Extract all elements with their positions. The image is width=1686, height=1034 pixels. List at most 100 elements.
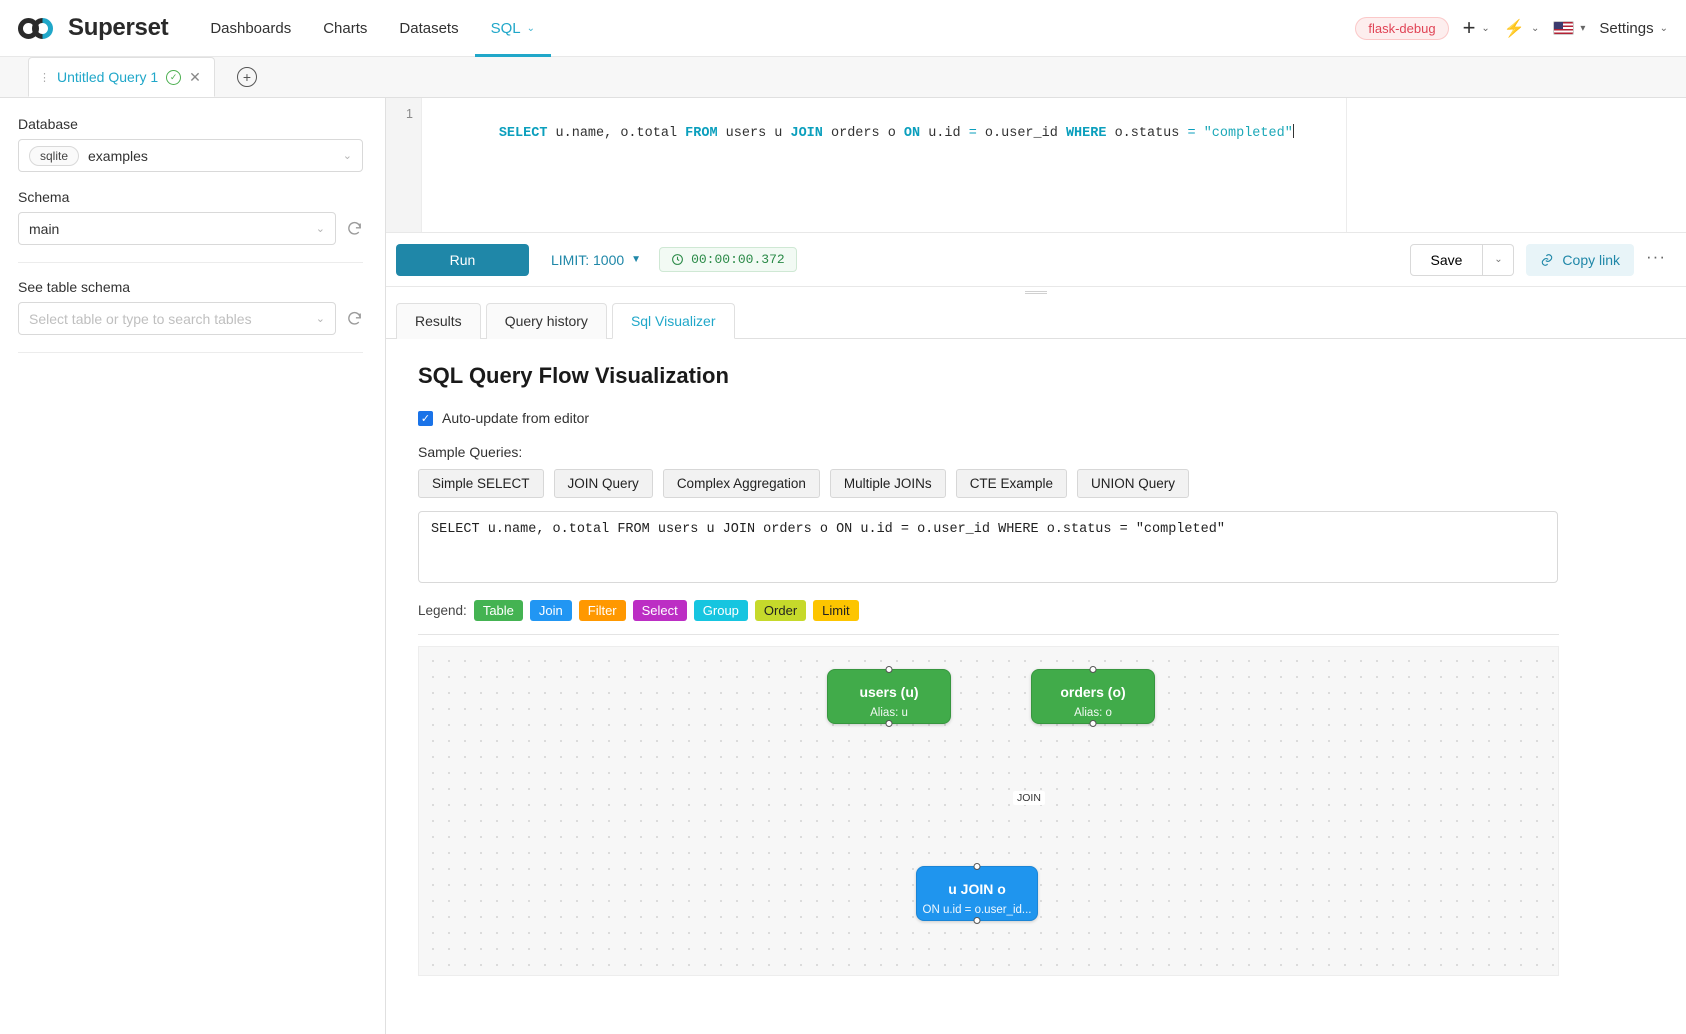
brand-logo-group[interactable]: Superset bbox=[0, 14, 194, 42]
chevron-down-icon: ⌄ bbox=[315, 313, 325, 325]
limit-label: LIMIT: 1000 bbox=[551, 251, 625, 268]
page-title: SQL Query Flow Visualization bbox=[418, 363, 729, 388]
legend-item-filter: Filter bbox=[578, 600, 626, 621]
edge-label-join: JOIN bbox=[1013, 791, 1045, 805]
auto-update-row[interactable]: ✓ Auto-update from editor bbox=[418, 410, 1654, 426]
sql-visualizer-panel: SQL Query Flow Visualization ✓ Auto-upda… bbox=[386, 339, 1686, 1034]
sample-query-join-query[interactable]: JOIN Query bbox=[553, 469, 653, 498]
tab-query-history[interactable]: Query history bbox=[485, 303, 607, 339]
node-handle-bottom[interactable] bbox=[885, 720, 893, 727]
flask-debug-badge: flask-debug bbox=[1355, 16, 1449, 40]
nav-links: Dashboards Charts Datasets SQL ⌄ bbox=[194, 0, 551, 57]
flow-canvas[interactable]: JOIN users (u) Alias: u orders (o) Alias… bbox=[418, 646, 1559, 976]
sample-query-simple-select[interactable]: Simple SELECT bbox=[418, 469, 544, 498]
settings-menu[interactable]: Settings ⌄ bbox=[1599, 20, 1668, 37]
refresh-icon[interactable] bbox=[346, 310, 363, 327]
table-search-input[interactable]: Select table or type to search tables ⌄ bbox=[18, 302, 336, 335]
query-tab-untitled-query-1[interactable]: ⋮ Untitled Query 1 ✓ ✕ bbox=[28, 57, 215, 97]
limit-dropdown[interactable]: LIMIT: 1000 ▼ bbox=[551, 252, 641, 268]
new-menu-button[interactable]: + ⌄ bbox=[1463, 17, 1490, 39]
node-handle-top[interactable] bbox=[1089, 666, 1097, 673]
right-panel: 1 SELECT u.name, o.total FROM users u JO… bbox=[386, 98, 1686, 1034]
save-button-group: Save ⌄ bbox=[1409, 243, 1515, 276]
navbar-right: flask-debug + ⌄ ⚡ ⌄ ▾ Settings ⌄ bbox=[1355, 16, 1686, 40]
editor-code[interactable]: SELECT u.name, o.total FROM users u JOIN… bbox=[498, 124, 1294, 141]
tab-results[interactable]: Results bbox=[396, 303, 481, 339]
copy-link-button[interactable]: Copy link bbox=[1526, 243, 1635, 276]
flow-node-join-subtitle: ON u.id = o.user_id... bbox=[922, 904, 1032, 916]
main-split: Database sqlite examples ⌄ Schema main ⌄ bbox=[0, 98, 1686, 1034]
flow-node-orders[interactable]: orders (o) Alias: o bbox=[1031, 666, 1155, 727]
flow-node-users-subtitle: Alias: u bbox=[870, 707, 908, 719]
editor-gutter: 1 bbox=[386, 98, 422, 232]
top-navbar: Superset Dashboards Charts Datasets SQL … bbox=[0, 0, 1686, 57]
drag-grip-icon[interactable]: ⋮ bbox=[39, 71, 50, 84]
nav-link-sql-label: SQL bbox=[490, 19, 521, 37]
legend-item-table: Table bbox=[473, 600, 523, 621]
settings-label: Settings bbox=[1599, 19, 1654, 37]
node-handle-top[interactable] bbox=[973, 863, 981, 870]
chevron-down-icon: ⌄ bbox=[1659, 22, 1668, 34]
sample-query-complex-aggregation[interactable]: Complex Aggregation bbox=[662, 469, 820, 498]
section-divider bbox=[418, 634, 1559, 635]
flow-node-join[interactable]: u JOIN o ON u.id = o.user_id... bbox=[916, 863, 1038, 924]
add-query-tab-button[interactable]: + bbox=[236, 67, 257, 87]
nav-link-charts[interactable]: Charts bbox=[307, 0, 383, 57]
plus-icon: + bbox=[1462, 15, 1476, 40]
chevron-down-icon: ⌄ bbox=[526, 22, 535, 34]
query-tab-bar: ⋮ Untitled Query 1 ✓ ✕ + bbox=[0, 57, 1686, 98]
query-input-textarea[interactable] bbox=[418, 511, 1558, 583]
auto-update-checkbox[interactable]: ✓ bbox=[418, 410, 433, 426]
brand-name: Superset bbox=[68, 14, 169, 41]
flow-node-join-title: u JOIN o bbox=[948, 881, 1006, 897]
schema-value: main bbox=[29, 220, 60, 237]
sample-query-union-query[interactable]: UNION Query bbox=[1076, 469, 1189, 498]
query-tab-label: Untitled Query 1 bbox=[57, 69, 159, 85]
save-button[interactable]: Save bbox=[1409, 243, 1484, 276]
language-selector[interactable]: ▾ bbox=[1553, 21, 1585, 35]
timer-value: 00:00:00.372 bbox=[691, 252, 785, 267]
sample-query-multiple-joins[interactable]: Multiple JOINs bbox=[829, 469, 946, 498]
sample-queries-label: Sample Queries: bbox=[418, 444, 523, 460]
query-timer: 00:00:00.372 bbox=[659, 247, 797, 272]
schema-select[interactable]: main ⌄ bbox=[18, 212, 336, 245]
clock-icon bbox=[672, 254, 683, 265]
node-handle-bottom[interactable] bbox=[1089, 720, 1097, 727]
database-select[interactable]: sqlite examples ⌄ bbox=[18, 139, 363, 172]
run-button[interactable]: Run bbox=[396, 243, 529, 276]
node-handle-top[interactable] bbox=[885, 666, 893, 673]
chevron-down-icon: ⌄ bbox=[1530, 22, 1540, 34]
database-label: Database bbox=[18, 116, 78, 132]
flow-node-users[interactable]: users (u) Alias: u bbox=[827, 666, 951, 727]
table-search-placeholder: Select table or type to search tables bbox=[29, 310, 252, 327]
sql-editor[interactable]: 1 SELECT u.name, o.total FROM users u JO… bbox=[386, 98, 1686, 233]
refresh-icon[interactable] bbox=[346, 220, 363, 237]
superset-logo-icon bbox=[18, 15, 60, 41]
nav-link-sql[interactable]: SQL ⌄ bbox=[475, 0, 551, 57]
save-dropdown-button[interactable]: ⌄ bbox=[1483, 243, 1515, 276]
flow-node-orders-title: orders (o) bbox=[1060, 684, 1126, 700]
ellipsis-icon[interactable]: ··· bbox=[1646, 246, 1666, 266]
pane-resize-handle[interactable] bbox=[386, 287, 1686, 298]
nav-link-datasets[interactable]: Datasets bbox=[383, 0, 474, 57]
nav-link-dashboards[interactable]: Dashboards bbox=[194, 0, 307, 57]
legend: Legend: Table Join Filter Select Group O… bbox=[418, 600, 1654, 621]
sample-query-cte-example[interactable]: CTE Example bbox=[955, 469, 1067, 498]
flag-icon bbox=[1553, 21, 1575, 35]
nav-link-charts-label: Charts bbox=[323, 19, 368, 37]
result-tabs: Results Query history Sql Visualizer bbox=[386, 298, 1686, 339]
schema-label: Schema bbox=[18, 189, 70, 205]
node-handle-bottom[interactable] bbox=[973, 917, 981, 924]
caret-down-icon: ▾ bbox=[1580, 22, 1586, 34]
quick-actions-button[interactable]: ⚡ ⌄ bbox=[1504, 20, 1540, 37]
schema-field-group: Schema main ⌄ bbox=[18, 189, 363, 245]
tab-sql-visualizer[interactable]: Sql Visualizer bbox=[611, 303, 735, 339]
nav-link-dashboards-label: Dashboards bbox=[210, 19, 292, 37]
legend-item-order: Order bbox=[754, 600, 807, 621]
text-caret bbox=[1292, 124, 1294, 138]
legend-label: Legend: bbox=[418, 603, 467, 618]
chevron-down-icon: ⌄ bbox=[315, 223, 325, 235]
flow-edges bbox=[419, 647, 719, 797]
bolt-icon: ⚡ bbox=[1503, 18, 1525, 38]
close-icon[interactable]: ✕ bbox=[189, 68, 201, 85]
